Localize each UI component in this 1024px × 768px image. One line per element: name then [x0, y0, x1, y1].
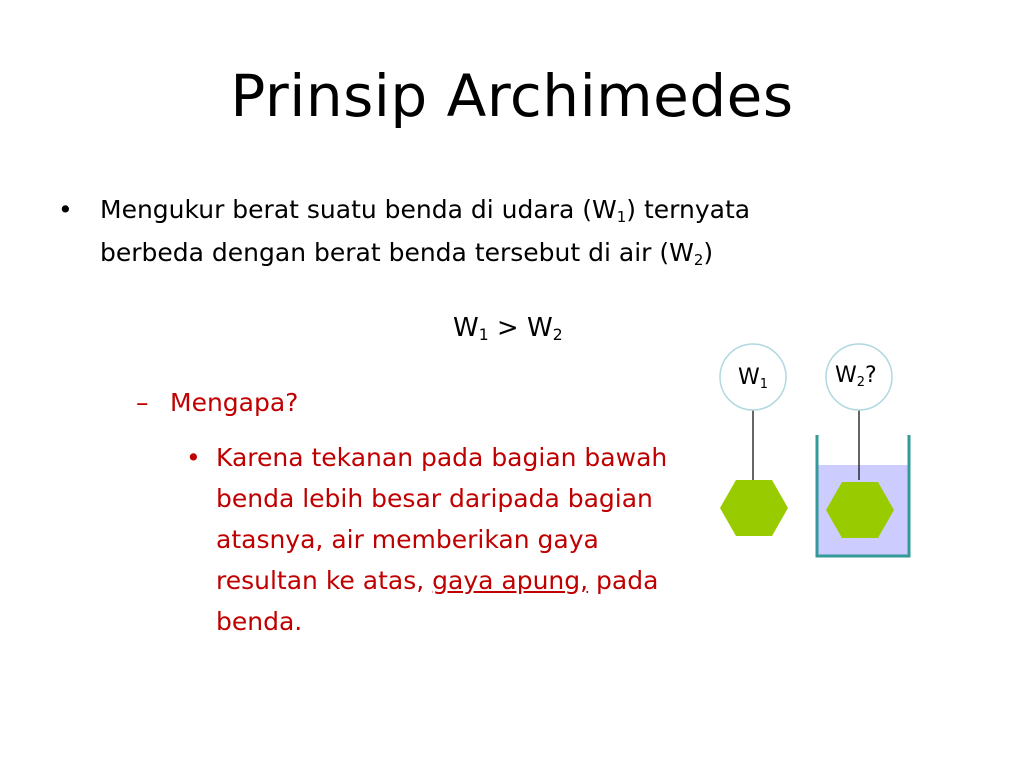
reason-marker: • [186, 443, 201, 472]
question-text: Mengapa? [170, 388, 299, 417]
formula-right-sub: 2 [552, 325, 563, 344]
object-in-air [720, 480, 788, 536]
question-subpoint: –Mengapa? [136, 388, 298, 417]
formula-left: W [453, 313, 479, 343]
buoyancy-term: gaya apung, [432, 566, 589, 595]
label-w2: W2? [835, 363, 877, 390]
bullet-text-part1: Mengukur berat suatu benda di udara (W [100, 195, 617, 224]
dash-marker: – [136, 388, 149, 417]
formula-right: W [526, 313, 553, 343]
water-container [815, 435, 911, 558]
formula-left-sub: 1 [478, 325, 489, 344]
formula-operator: > [488, 313, 527, 343]
archimedes-diagram: W1 W2? [719, 343, 911, 558]
bullet-text: Mengukur berat suatu benda di udara (W1)… [100, 192, 860, 278]
bullet-sub2: 2 [693, 250, 704, 269]
bullet-sub1: 1 [616, 207, 627, 226]
object-in-water [826, 482, 894, 538]
reason-text: Karena tekanan pada bagian bawah benda l… [216, 437, 676, 642]
reason-text-part2: pada benda. [216, 566, 659, 636]
bullet-text-part2: ) ternyata berbeda dengan berat benda te… [100, 195, 751, 267]
scale-circle-air [719, 343, 787, 411]
reason-text-part1: Karena tekanan pada bagian bawah benda l… [216, 443, 668, 595]
bullet-text-part3: ) [703, 237, 714, 267]
weight-comparison-formula: W1 > W2 [453, 313, 563, 344]
bullet-marker: • [58, 195, 73, 224]
slide-title: Prinsip Archimedes [230, 62, 794, 130]
label-w1: W1 [738, 365, 768, 392]
scale-circle-water [825, 343, 893, 411]
